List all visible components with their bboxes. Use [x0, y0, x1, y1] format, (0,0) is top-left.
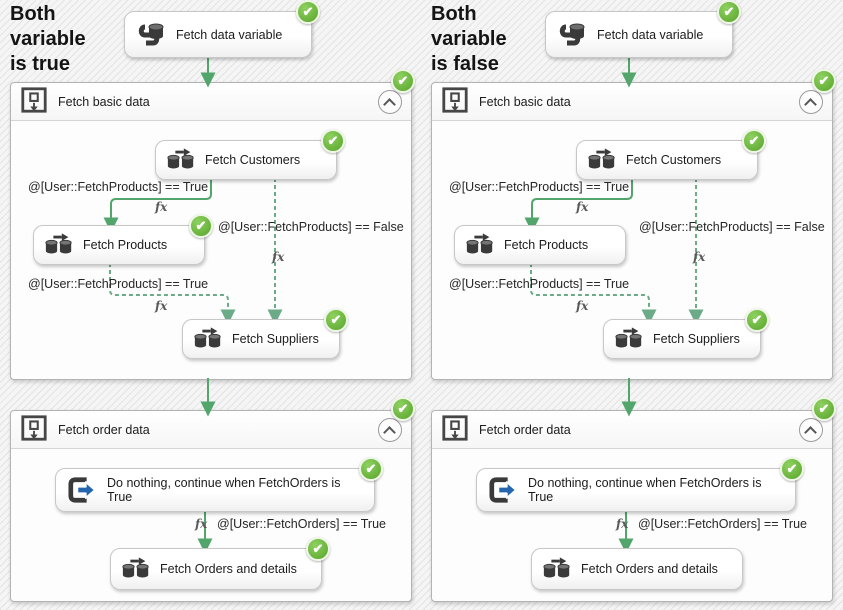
success-check-badge: [189, 214, 213, 238]
success-check-badge: [780, 457, 804, 481]
execute-sql-task-icon: [135, 20, 167, 50]
success-check-badge: [812, 397, 836, 421]
fx-expression-icon: fx: [576, 200, 589, 214]
sequence-container-icon: [441, 86, 469, 117]
data-flow-task-icon: [587, 147, 617, 173]
panel-title: Both variable is true: [10, 3, 86, 75]
fx-expression-icon: fx: [693, 250, 706, 264]
panel-both-false: Both variable is false: [421, 0, 843, 610]
data-flow-task-icon: [121, 556, 151, 582]
task-label: Fetch Orders and details: [160, 562, 297, 576]
success-check-badge: [359, 457, 383, 481]
task-label: Fetch Customers: [205, 153, 301, 167]
task-label: Do nothing, continue when FetchOrders is…: [528, 476, 762, 504]
sequence-container-icon: [441, 414, 469, 445]
fx-expression-icon: fx: [195, 517, 208, 531]
constraint-customers-to-products[interactable]: [524, 178, 633, 233]
container-title: Fetch basic data: [479, 94, 571, 109]
success-check-badge: [391, 69, 415, 93]
constraint-expression-label: @[User::FetchProducts] == True: [449, 277, 630, 291]
task-fetch-products[interactable]: Fetch Products: [454, 225, 626, 265]
success-check-badge: [321, 129, 345, 153]
success-check-badge: [296, 0, 320, 24]
task-fetch-customers[interactable]: Fetch Customers: [155, 129, 345, 180]
success-check-badge: [306, 537, 330, 561]
collapse-chevron-button[interactable]: [378, 89, 402, 114]
container-header: Fetch order data: [11, 411, 411, 449]
success-check-badge: [745, 308, 769, 332]
collapse-chevron-button[interactable]: [378, 417, 402, 442]
data-flow-task-icon: [465, 232, 495, 258]
task-fetch-suppliers[interactable]: Fetch Suppliers: [603, 308, 769, 359]
success-check-badge: [324, 308, 348, 332]
constraint-lines: [524, 56, 704, 554]
expression-task-icon: [487, 476, 519, 504]
container-header: Fetch order data: [432, 411, 832, 449]
data-flow-task-icon: [166, 147, 196, 173]
data-flow-task-icon: [193, 326, 223, 352]
panel-title: Both variable is false: [431, 3, 507, 75]
container-title: Fetch order data: [58, 422, 150, 437]
panel-both-true: Both variable is true: [0, 0, 422, 610]
task-label: Do nothing, continue when FetchOrders is…: [107, 476, 341, 504]
task-label: Fetch Suppliers: [232, 332, 319, 346]
task-label: Fetch data variable: [597, 27, 704, 42]
data-flow-task-icon: [614, 326, 644, 352]
task-label: Fetch Products: [504, 238, 589, 252]
constraint-products-to-suppliers[interactable]: [109, 263, 236, 325]
data-flow-task-icon: [44, 232, 74, 258]
task-fetch-orders-and-details[interactable]: Fetch Orders and details: [110, 537, 330, 590]
task-fetch-data-variable[interactable]: Fetch data variable: [545, 0, 741, 58]
container-title: Fetch basic data: [58, 94, 150, 109]
constraint-expression-label: @[User::FetchOrders] == True: [217, 517, 386, 531]
task-label: Fetch data variable: [176, 27, 283, 42]
task-label: Fetch Products: [83, 238, 168, 252]
data-flow-task-icon: [542, 556, 572, 582]
collapse-chevron-button[interactable]: [799, 89, 823, 114]
task-do-nothing-expression[interactable]: Do nothing, continue when FetchOrders is…: [55, 457, 383, 512]
sequence-container-icon: [20, 86, 48, 117]
container-title: Fetch order data: [479, 422, 571, 437]
fx-expression-icon: fx: [155, 200, 168, 214]
task-label: Fetch Orders and details: [581, 562, 718, 576]
container-header: Fetch basic data: [11, 83, 411, 121]
constraint-expression-label: @[User::FetchProducts] == False: [218, 220, 404, 234]
constraint-products-to-suppliers[interactable]: [530, 263, 657, 325]
task-fetch-customers[interactable]: Fetch Customers: [576, 129, 766, 180]
fx-expression-icon: fx: [272, 250, 285, 264]
success-check-badge: [812, 69, 836, 93]
constraint-expression-label: @[User::FetchOrders] == True: [638, 517, 807, 531]
task-fetch-orders-and-details[interactable]: Fetch Orders and details: [531, 548, 743, 590]
constraint-expression-label: @[User::FetchProducts] == True: [28, 180, 209, 194]
task-fetch-data-variable[interactable]: Fetch data variable: [124, 0, 320, 58]
success-check-badge: [391, 397, 415, 421]
task-label: Fetch Customers: [626, 153, 722, 167]
constraint-expression-label: @[User::FetchProducts] == True: [449, 180, 630, 194]
fx-expression-icon: fx: [616, 517, 629, 531]
success-check-badge: [742, 129, 766, 153]
constraint-expression-label: @[User::FetchProducts] == False: [639, 220, 825, 234]
expression-task-icon: [66, 476, 98, 504]
constraint-lines: [103, 56, 283, 554]
collapse-chevron-button[interactable]: [799, 417, 823, 442]
task-label: Fetch Suppliers: [653, 332, 740, 346]
task-fetch-products[interactable]: Fetch Products: [33, 214, 213, 265]
execute-sql-task-icon: [556, 20, 588, 50]
task-fetch-suppliers[interactable]: Fetch Suppliers: [182, 308, 348, 359]
task-do-nothing-expression[interactable]: Do nothing, continue when FetchOrders is…: [476, 457, 804, 512]
constraint-expression-label: @[User::FetchProducts] == True: [28, 277, 209, 291]
success-check-badge: [717, 0, 741, 24]
fx-expression-icon: fx: [155, 299, 168, 313]
constraint-customers-to-products[interactable]: [103, 178, 212, 233]
fx-expression-icon: fx: [576, 299, 589, 313]
container-header: Fetch basic data: [432, 83, 832, 121]
sequence-container-icon: [20, 414, 48, 445]
